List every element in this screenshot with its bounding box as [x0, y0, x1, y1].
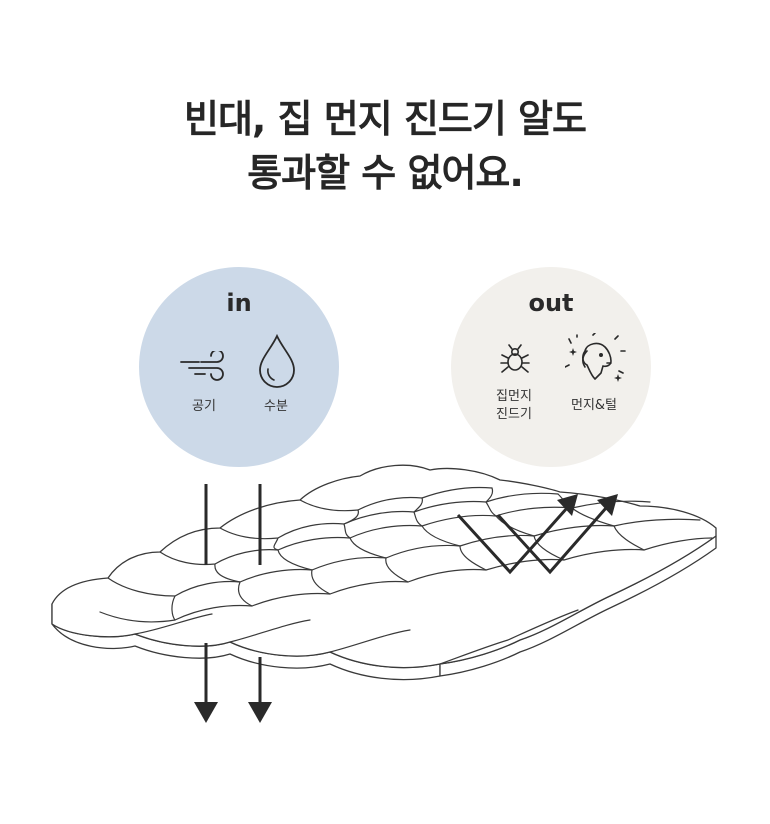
wind-icon	[180, 351, 224, 381]
moisture-label: 수분	[264, 399, 288, 414]
out-panel: out 집먼지 진드기 먼지&털	[451, 267, 651, 467]
dust-mite-icon	[500, 344, 530, 373]
water-drop-icon	[259, 333, 295, 388]
air-arrowhead	[194, 702, 218, 723]
dust-mite-label: 집먼지 진드기	[479, 388, 549, 424]
out-arrows	[456, 507, 608, 575]
dust-fur-label: 먼지&털	[570, 398, 618, 413]
dust-mite-bounce-arrow	[456, 507, 569, 575]
quilted-fabric	[51, 464, 717, 681]
headline-line-1: 빈대, 집 먼지 진드기 알도	[184, 97, 587, 141]
in-arrowheads	[194, 702, 272, 723]
headline-line-2: 통과할 수 없어요.	[247, 151, 524, 195]
dog-fur-icon	[565, 333, 626, 382]
moisture-arrowhead	[248, 702, 272, 723]
dust-fur-arrowhead	[597, 494, 618, 516]
headline: 빈대, 집 먼지 진드기 알도 통과할 수 없어요.	[0, 92, 770, 200]
air-label: 공기	[192, 399, 216, 414]
dust-mite-label-line-1: 집먼지	[496, 389, 532, 404]
in-panel: in 공기 수분	[139, 267, 339, 467]
out-arrowheads	[557, 494, 618, 516]
dust-mite-arrowhead	[557, 494, 578, 516]
in-title: in	[226, 289, 252, 317]
in-arrows	[204, 484, 262, 705]
out-title: out	[528, 289, 574, 317]
dust-mite-label-line-2: 진드기	[496, 407, 532, 422]
dust-fur-bounce-arrow	[496, 507, 608, 575]
quilt-ridges	[99, 486, 713, 665]
